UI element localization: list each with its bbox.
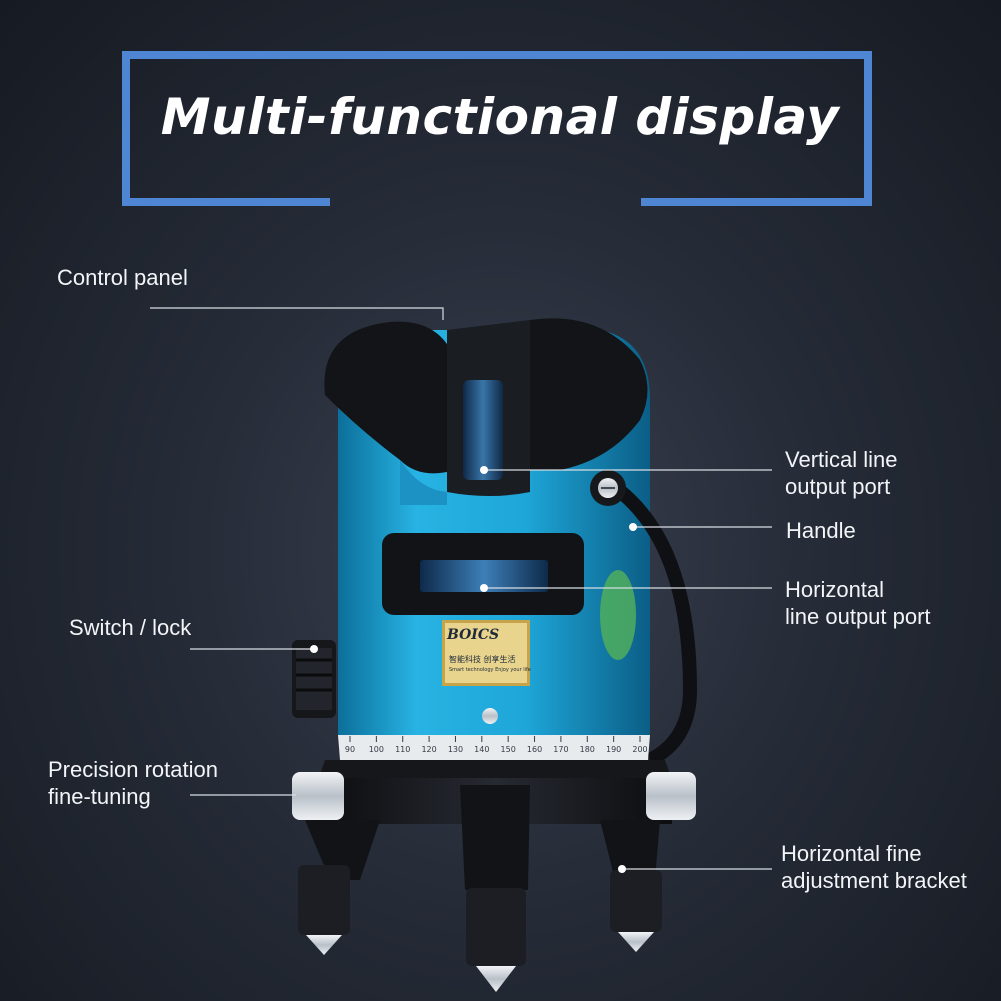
scale-tick-label: 110 [395, 745, 410, 754]
brand-logo-text: BOICS [447, 627, 500, 643]
label-handle: Handle [786, 518, 856, 543]
callout-dot-icon [480, 584, 488, 592]
scale-tick-label: 190 [606, 745, 621, 754]
callout-dot-icon [480, 466, 488, 474]
scale-tick-label: 140 [474, 745, 489, 754]
label-control-panel: Control panel [57, 265, 188, 290]
scale-tick-label: 100 [369, 745, 384, 754]
scale-tick-label: 150 [501, 745, 516, 754]
label-line: output port [785, 474, 891, 499]
label-vertical-line-output-port: Vertical line output port [785, 446, 898, 500]
title-frame [122, 51, 872, 206]
scale-tick-label: 160 [527, 745, 542, 754]
scale-tick-label: 180 [580, 745, 595, 754]
scale-tick-label: 120 [421, 745, 436, 754]
label-line: Vertical line [785, 447, 898, 472]
label-line: fine-tuning [48, 784, 151, 809]
label-line: adjustment bracket [781, 868, 967, 893]
control-panel-leader [150, 307, 444, 320]
label-switch-lock: Switch / lock [69, 615, 192, 640]
scale-tick-label: 90 [345, 745, 355, 754]
scale-tick-label: 200 [632, 745, 647, 754]
label-line: Horizontal fine [781, 841, 922, 866]
callout-dot-icon [310, 645, 318, 653]
label-line: line output port [785, 604, 931, 629]
label-horizontal-line-output-port: Horizontal line output port [785, 576, 931, 630]
callout-dot-icon [618, 865, 626, 873]
label-line: Precision rotation [48, 757, 218, 782]
callout-dot-icon [629, 523, 637, 531]
scale-tick-label: 170 [553, 745, 568, 754]
label-precision-rotation: Precision rotation fine-tuning [48, 756, 218, 810]
brand-tagline-cn: 智能科技 创享生活 [449, 655, 516, 664]
label-line: Horizontal [785, 577, 885, 602]
brand-tagline-en: Smart technology Enjoy your life [449, 667, 531, 673]
scale-tick-label: 130 [448, 745, 463, 754]
label-horizontal-fine-adjustment-bracket: Horizontal fine adjustment bracket [781, 840, 967, 894]
page-title: Multi-functional display [160, 88, 840, 146]
